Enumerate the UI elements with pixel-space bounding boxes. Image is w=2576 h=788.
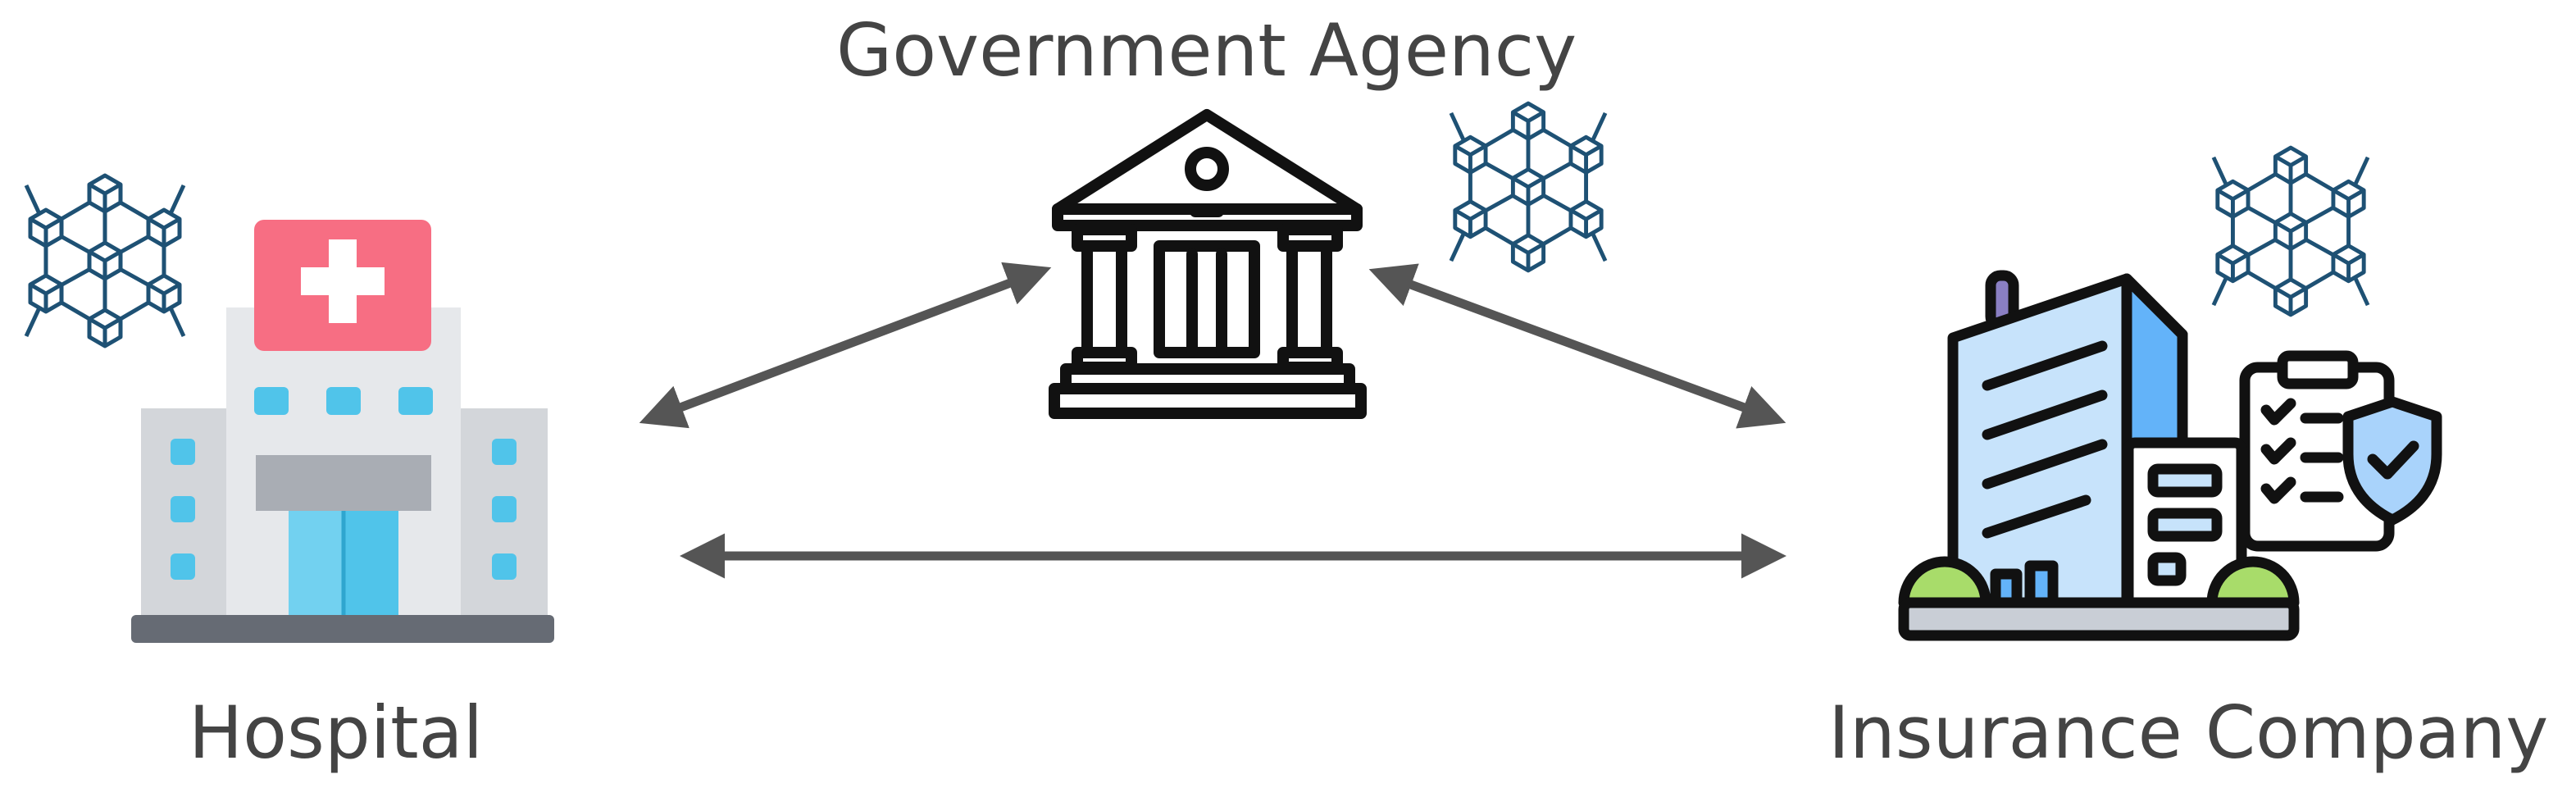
blockchain-network-icon (26, 175, 184, 346)
government-agency-label: Government Agency (836, 8, 1577, 93)
government-building-icon (1049, 109, 1367, 419)
hospital-building-icon (131, 220, 554, 643)
insurance-building-icon (1898, 270, 2442, 641)
blockchain-network-icon (1451, 103, 1605, 271)
blockchain-network-icon (2214, 148, 2368, 315)
hospital-label: Hospital (189, 690, 484, 775)
insurance-company-label: Insurance Company (1828, 690, 2549, 775)
edge-government-insurance (1368, 263, 1786, 429)
edge-hospital-government (639, 262, 1052, 429)
